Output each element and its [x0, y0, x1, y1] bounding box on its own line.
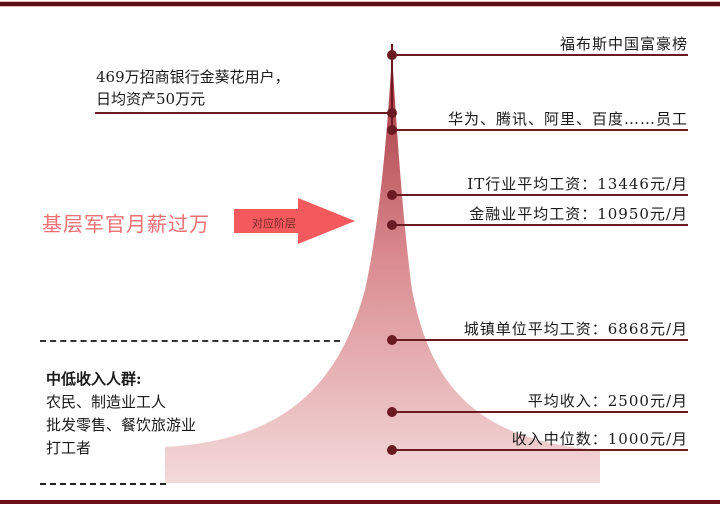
level-label-urban: 城镇单位平均工资：6868元/月 — [463, 320, 688, 338]
level-label-median: 收入中位数：1000元/月 — [511, 430, 688, 448]
level-label-forbes: 福布斯中国富豪榜 — [559, 35, 688, 53]
top-left-note: 469万招商银行金葵花用户， 日均资产50万元 — [96, 66, 290, 110]
arrow-label: 对应阶层 — [252, 217, 296, 230]
level-dots — [387, 50, 397, 455]
level-label-bigtech: 华为、腾讯、阿里、百度……员工 — [447, 110, 688, 128]
low-income-line: 农民、制造业工人 — [46, 393, 167, 411]
low-income-group: 中低收入人群: 农民、制造业工人 批发零售、餐饮旅游业 打工者 — [46, 368, 196, 460]
dot-bigtech — [387, 125, 397, 135]
dot-avg — [387, 407, 397, 417]
bottom-border — [0, 500, 720, 504]
low-income-line: 批发零售、餐饮旅游业 — [46, 416, 197, 434]
dot-median — [387, 445, 397, 455]
dot-forbes — [387, 50, 397, 60]
level-label-it: IT行业平均工资：13446元/月 — [467, 175, 688, 193]
level-label-avg: 平均收入：2500元/月 — [527, 392, 688, 410]
dot-it — [387, 190, 397, 200]
dashed-divider-bottom — [40, 483, 166, 485]
red-title: 基层军官月薪过万 — [42, 212, 210, 236]
note-line-1: 469万招商银行金葵花用户， — [96, 68, 290, 86]
dashed-divider-top — [40, 340, 340, 342]
low-income-heading: 中低收入人群: — [46, 370, 142, 388]
income-distribution-spike — [165, 70, 600, 483]
level-label-finance: 金融业平均工资：10950元/月 — [469, 205, 688, 223]
arrow-right-icon — [234, 198, 355, 244]
low-income-line: 打工者 — [46, 439, 92, 457]
level-lines — [392, 54, 688, 451]
dot-finance — [387, 220, 397, 230]
dot-note — [387, 108, 397, 118]
top-border — [0, 2, 720, 6]
dot-urban — [387, 335, 397, 345]
note-line-2: 日均资产50万元 — [96, 90, 206, 108]
